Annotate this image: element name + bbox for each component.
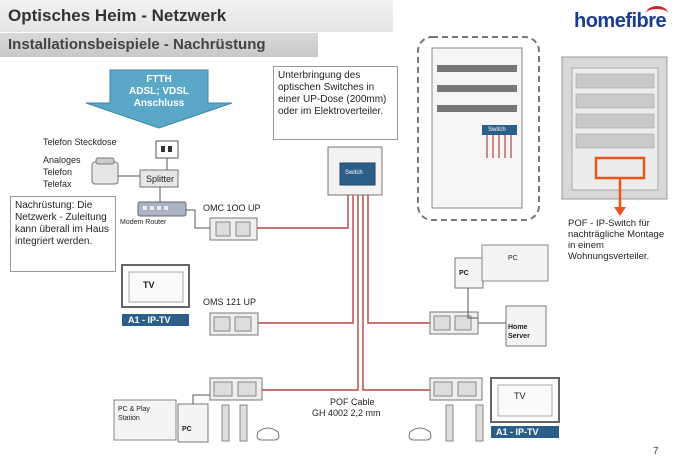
pc-right-label: PC (508, 255, 518, 262)
logo-swoosh-icon (646, 6, 668, 21)
page-title: Optisches Heim - Netzwerk (8, 6, 227, 25)
home-server-label: Home Server (508, 324, 530, 340)
modem-router-label: Modem Router (120, 219, 167, 226)
page-subtitle: Installationsbeispiele - Nachrüstung (8, 36, 266, 53)
pof-cable-line1: POF Cable (330, 397, 375, 407)
pof-cable-label: POF Cable (330, 397, 410, 407)
switch-note: Unterbringung des optischen Switches in … (273, 66, 398, 140)
a1-iptv-right-label: A1 - IP-TV (496, 427, 539, 437)
speaker-left (221, 404, 230, 442)
cabinet-switch (482, 125, 517, 135)
telefax-label: Telefax (43, 179, 72, 189)
pc-mid-label: PC (459, 270, 469, 277)
pof-cable-line2: GH 4002 2,2 mm (312, 408, 381, 418)
gamepad-left-icon (256, 427, 280, 441)
tv-left-label: TV (143, 280, 155, 290)
a1-iptv-left-bar (122, 314, 189, 326)
cabinet-switch-label: Switch (488, 127, 506, 133)
homefibre-logo: homefibre (574, 10, 667, 32)
pof-note: POF - IP-Switch für nachträgliche Montag… (568, 218, 665, 262)
telefon-label: Telefon (43, 167, 73, 177)
cabinet-outline (417, 36, 540, 221)
splitter-box (139, 169, 179, 188)
analog-phone-icon (91, 161, 119, 185)
tv-right-label: TV (514, 391, 526, 401)
speaker-right (445, 404, 454, 442)
speaker-left-2 (239, 404, 248, 442)
a1-iptv-right-bar (491, 426, 559, 438)
ftth-line3: Anschluss (133, 98, 185, 109)
analoges-label: Analoges (43, 155, 81, 165)
ftth-line1: FTTH (146, 74, 172, 85)
ftth-label: FTTH ADSL; VDSL Anschluss (110, 74, 208, 110)
ftth-arrow (85, 69, 233, 129)
title-bar (0, 0, 393, 32)
speaker-right-2 (475, 404, 484, 442)
modem-router (137, 201, 187, 217)
switch-label: Switch (345, 170, 363, 176)
page-number: 7 (653, 446, 659, 457)
home-server (505, 305, 547, 347)
pc-playstation (113, 399, 177, 441)
subtitle-bar (0, 33, 318, 57)
pc-playstation-label: PC & Play Station (118, 406, 150, 422)
pc-bottom (177, 403, 209, 443)
gamepad-right-icon (408, 427, 432, 441)
oms-label: OMS 121 UP (203, 297, 257, 307)
pc-mid (454, 257, 484, 289)
telephone-socket (155, 140, 179, 159)
a1-iptv-left-label: A1 - IP-TV (128, 315, 171, 325)
ftth-line2: ADSL; VDSL (129, 86, 189, 97)
splitter-label: Splitter (146, 174, 175, 184)
pc-bottom-label: PC (182, 426, 192, 433)
telefon-steckdose-label: Telefon Steckdose (43, 137, 117, 147)
central-switch (339, 162, 376, 186)
omc-label: OMC 1OO UP (203, 203, 261, 213)
retrofit-note: Nachrüstung: Die Netzwerk - Zuleitung ka… (10, 196, 116, 272)
